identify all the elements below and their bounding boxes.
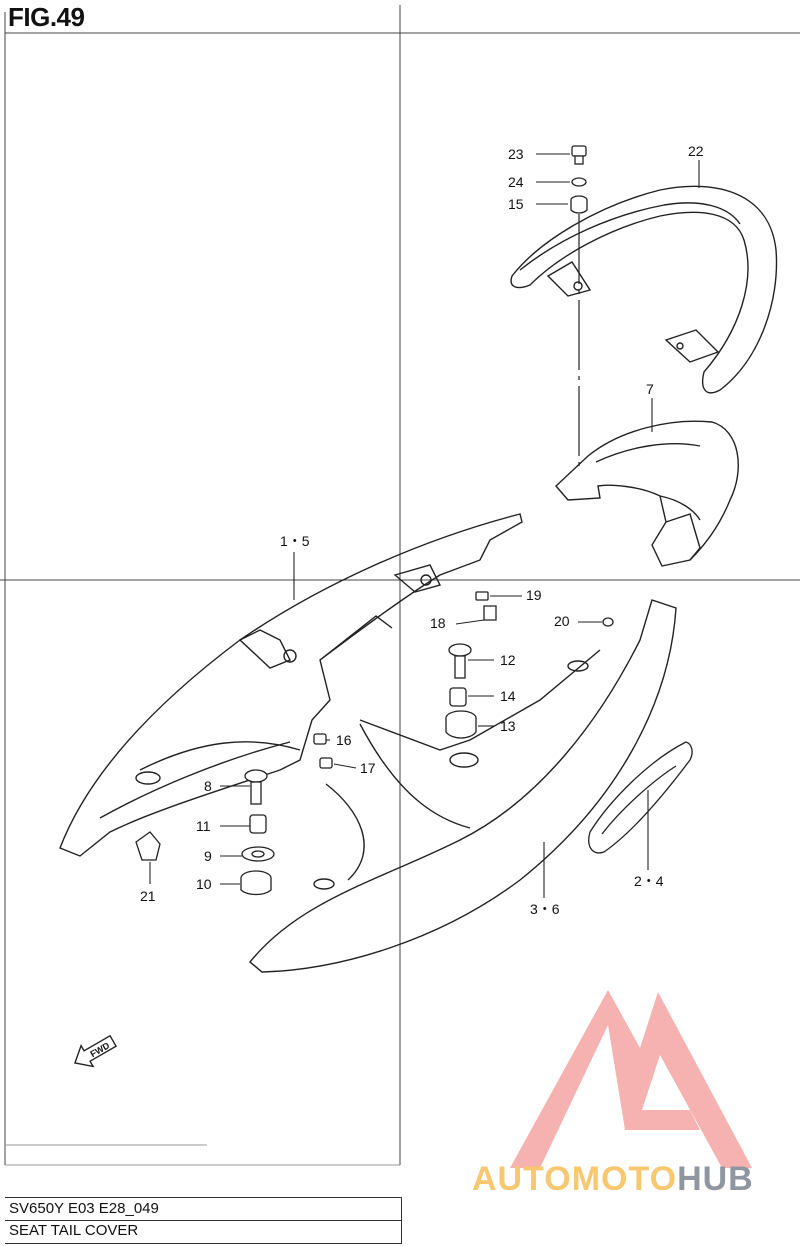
callout-7: 7 — [646, 381, 654, 397]
callout-2-4: 2・4 — [634, 873, 664, 889]
callout-labels: 23 24 15 22 7 1・5 19 18 20 12 14 13 16 1… — [140, 143, 704, 917]
caption-divider — [5, 1220, 401, 1221]
fwd-arrow: FWD — [74, 1034, 118, 1068]
callout-18: 18 — [430, 615, 446, 631]
callout-16: 16 — [336, 732, 352, 748]
watermark-text: AUTOMOTOHUB — [472, 1160, 754, 1199]
rear-cover-part-7 — [555, 420, 739, 567]
callout-13: 13 — [500, 718, 516, 734]
callout-3-6: 3・6 — [530, 901, 560, 917]
callout-19: 19 — [526, 587, 542, 603]
grab-rail-part-22 — [510, 185, 778, 394]
figure-title: FIG.49 — [8, 2, 85, 32]
left-tail-cover-part-1-5 — [59, 513, 523, 857]
page-frame — [0, 5, 800, 1166]
caption-part-name: SEAT TAIL COVER — [9, 1222, 139, 1239]
callout-20: 20 — [554, 613, 570, 629]
callout-11: 11 — [196, 818, 211, 834]
spacer-part-15 — [570, 195, 588, 214]
callout-17: 17 — [360, 760, 376, 776]
callout-22: 22 — [688, 143, 704, 159]
callout-15: 15 — [508, 196, 524, 212]
callout-21: 21 — [140, 888, 156, 904]
bolt-part-23 — [571, 145, 587, 165]
caption-model-code: SV650Y E03 E28_049 — [9, 1200, 159, 1217]
callout-14: 14 — [500, 688, 516, 704]
watermark-text-hub: HUB — [677, 1160, 754, 1198]
hardware-parts — [135, 591, 614, 896]
caption-box: SV650Y E03 E28_049 SEAT TAIL COVER — [5, 1197, 402, 1244]
callout-24: 24 — [508, 174, 524, 190]
callout-1-5: 1・5 — [280, 533, 310, 549]
callout-9: 9 — [204, 848, 212, 864]
callout-10: 10 — [196, 876, 212, 892]
callout-8: 8 — [204, 778, 212, 794]
washer-part-24 — [571, 177, 587, 187]
callout-12: 12 — [500, 652, 516, 668]
watermark-text-automoto: AUTOMOTO — [472, 1160, 678, 1198]
leader-lines — [149, 153, 700, 898]
emblem-part-2-4 — [588, 741, 693, 854]
right-tail-cover-part-3-6 — [249, 599, 677, 973]
watermark-logo — [510, 990, 752, 1168]
callout-23: 23 — [508, 146, 524, 162]
